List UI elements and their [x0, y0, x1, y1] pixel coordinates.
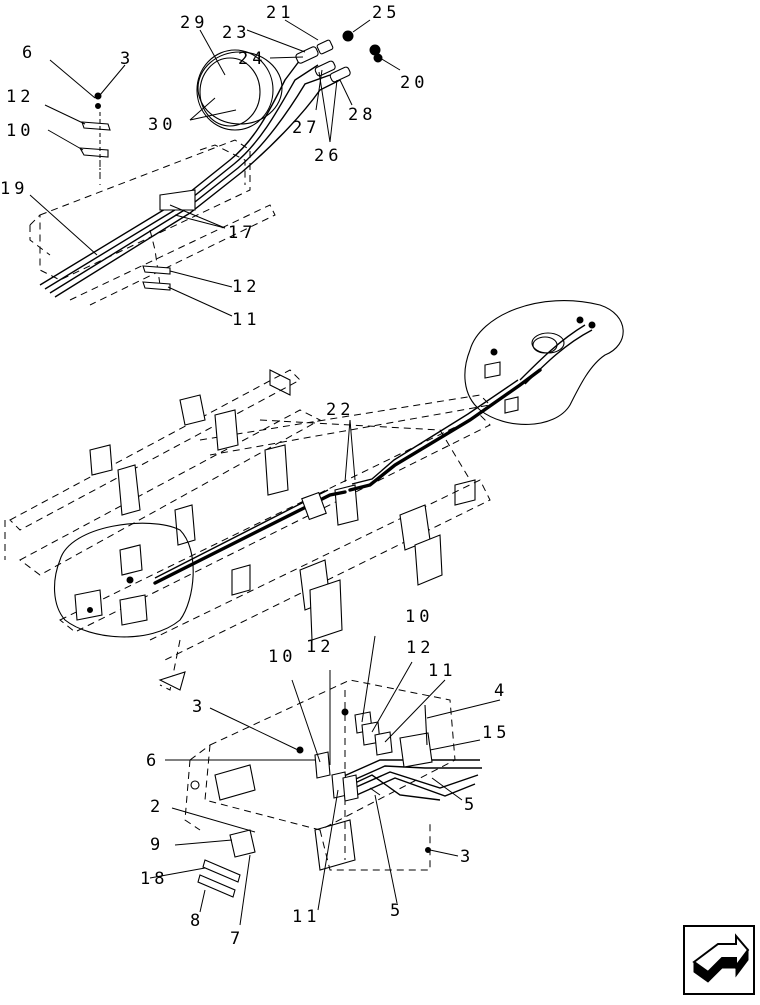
callout-label: 5: [464, 795, 478, 815]
callout-label: 15: [482, 723, 510, 743]
callout-label: 8: [190, 911, 204, 931]
main-assembly: [4, 300, 624, 691]
main-leaders: [344, 419, 356, 483]
callout-label: 10: [405, 607, 433, 627]
detail-bottom-leaders: [149, 635, 501, 926]
detail-bubble-right: [464, 300, 624, 425]
callout-label: 27: [292, 118, 320, 138]
callout-label: 19: [0, 179, 28, 199]
callout-label: 7: [230, 929, 244, 949]
callout-label: 6: [146, 751, 160, 771]
callout-label: 10: [268, 647, 296, 667]
callout-label: 6: [22, 43, 36, 63]
callout-label: 9: [150, 835, 164, 855]
callout-label: 5: [390, 901, 404, 921]
callout-label: 12: [232, 277, 260, 297]
detail-bottom: [149, 635, 501, 926]
callout-label: 22: [326, 400, 354, 420]
callout-label: 20: [400, 73, 428, 93]
callout-label: 11: [292, 907, 320, 927]
callouts-top: 29 21 25 23 24 6 3 20 12 10 30 27 28 26 …: [0, 3, 428, 330]
main-frame: [4, 369, 492, 691]
callout-label: 3: [120, 49, 134, 69]
callout-label: 23: [222, 23, 250, 43]
page-arrow-icon: [692, 933, 750, 983]
main-hose-run: [153, 368, 542, 585]
detail-bottom-hoses: [334, 759, 482, 801]
detail-bubble-left: [53, 522, 194, 638]
callout-label: 3: [460, 847, 474, 867]
detail-top-leaders: [29, 19, 401, 317]
callout-label: 17: [228, 223, 256, 243]
detail-top: [29, 19, 401, 317]
callout-label: 4: [494, 681, 508, 701]
callout-label: 11: [232, 310, 260, 330]
callout-label: 11: [428, 661, 456, 681]
callout-label: 3: [192, 697, 206, 717]
callout-label: 18: [140, 869, 168, 889]
callout-label: 21: [266, 3, 294, 23]
callout-label: 24: [238, 49, 266, 69]
callout-label: 10: [6, 121, 34, 141]
callout-label: 12: [306, 637, 334, 657]
detail-top-clamps: [79, 92, 196, 291]
detail-top-hoses: [39, 49, 341, 298]
callout-label: 29: [180, 13, 208, 33]
callout-label: 25: [372, 3, 400, 23]
callout-label: 28: [348, 105, 376, 125]
main-brackets: [89, 394, 443, 691]
callout-label: 30: [148, 115, 176, 135]
detail-top-couplers: [295, 30, 383, 83]
callout-label: 12: [406, 638, 434, 658]
detail-bottom-parts: [197, 704, 433, 898]
callouts-bottom: 10 10 12 12 11 4 3 15 6 5 2 9 3 18 5 11 …: [140, 607, 510, 949]
callout-label: 2: [150, 797, 164, 817]
callouts-main: 22: [326, 400, 354, 420]
callout-label: 12: [6, 87, 34, 107]
callout-label: 26: [314, 146, 342, 166]
next-page-button[interactable]: [683, 925, 755, 995]
